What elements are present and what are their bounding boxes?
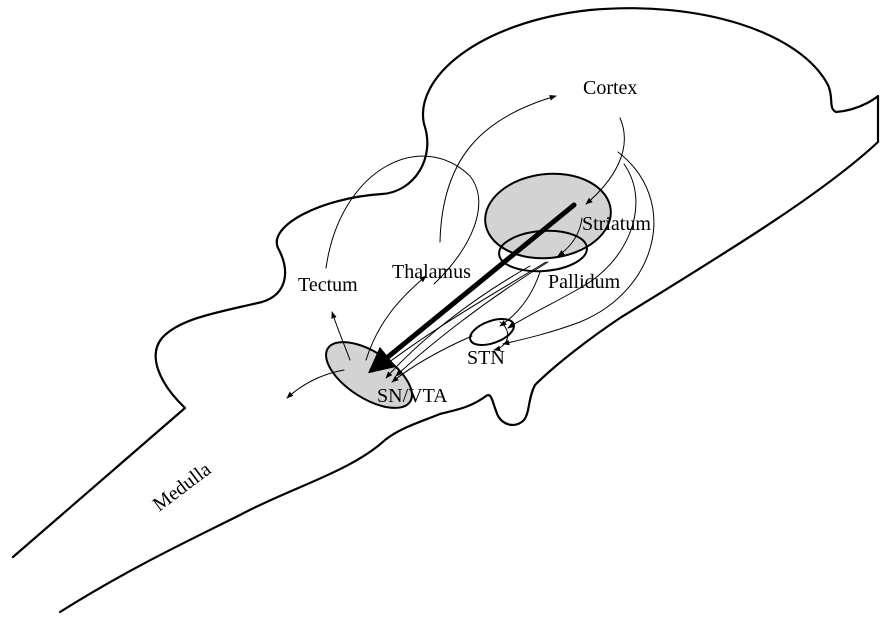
- sn-vta-label: SN/VTA: [377, 385, 448, 407]
- cortex-label: Cortex: [583, 77, 637, 99]
- stn-nucleus: [467, 314, 518, 350]
- striatum-label: Striatum: [582, 213, 651, 235]
- stn-loop-arrow: [494, 322, 508, 350]
- pallidum-label: Pallidum: [548, 271, 621, 293]
- thalamus-label: Thalamus: [392, 261, 471, 283]
- medulla-label: Medulla: [149, 458, 216, 516]
- stn-label: STN: [467, 347, 505, 369]
- tectum-label: Tectum: [298, 274, 358, 296]
